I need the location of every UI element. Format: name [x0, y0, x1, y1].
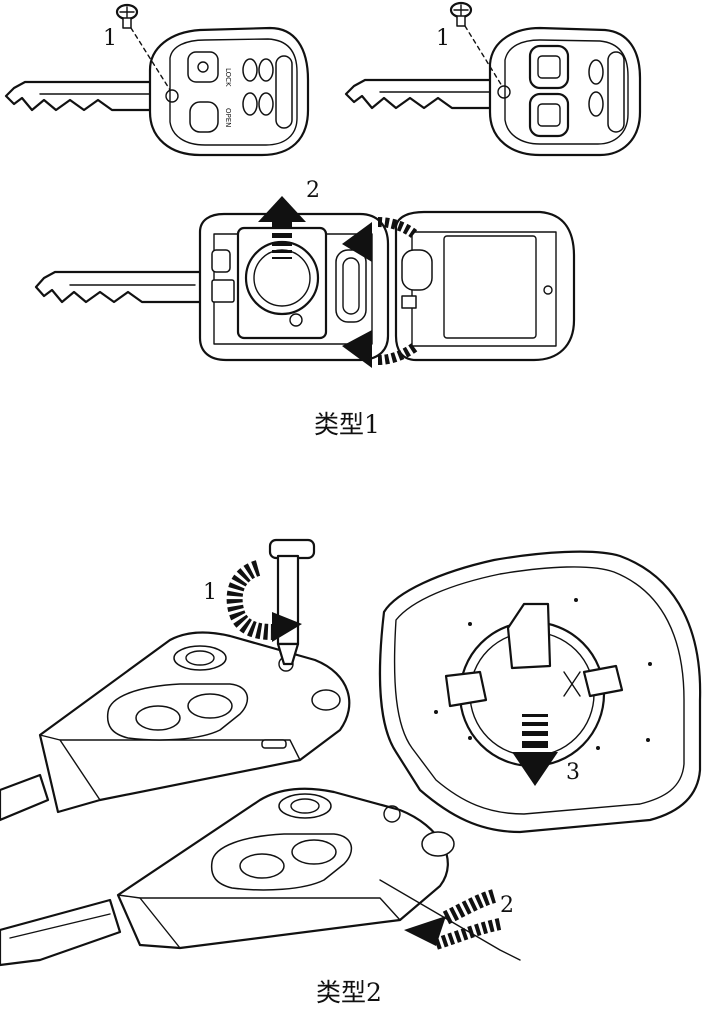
rotate-arrow-icon	[342, 217, 420, 368]
lock-text: LOCK	[224, 68, 232, 87]
callout-remove-battery: 3	[566, 760, 580, 785]
pry-arrow-icon	[379, 879, 521, 961]
rotate-arrow-icon	[226, 560, 302, 642]
callout-screwdriver-turn: 1	[203, 580, 217, 605]
screwdriver-icon	[268, 538, 316, 666]
type2-flip-key-closed	[0, 631, 351, 822]
open-text: OPEN	[224, 108, 232, 127]
screw-icon	[449, 1, 473, 27]
type1-key-side-view	[344, 1, 642, 157]
callout-screw-left: 1	[103, 26, 117, 51]
type2-caption: 类型2	[316, 978, 382, 1007]
callout-screw-right: 1	[436, 26, 450, 51]
lift-arrow-icon	[258, 196, 306, 259]
callout-cover-lift: 2	[306, 178, 320, 203]
callout-pry-open: 2	[500, 893, 514, 918]
type1-opened-fob	[34, 196, 576, 368]
screw-icon	[115, 3, 139, 29]
type2-flip-key-lower	[0, 787, 455, 967]
remove-arrow-icon	[512, 714, 558, 786]
type1-caption: 类型1	[314, 410, 380, 439]
type2-battery-holder	[378, 550, 702, 834]
type1-key-front-view: LOCK OPEN	[4, 3, 310, 157]
